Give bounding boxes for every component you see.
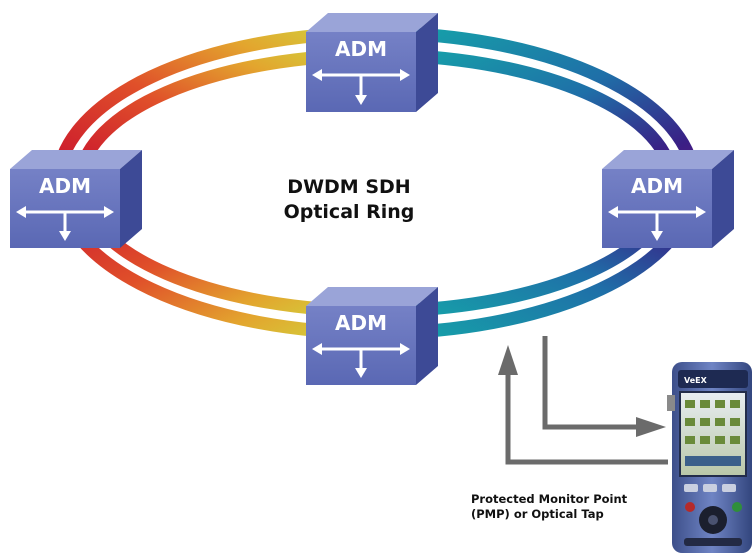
adm-label: ADM	[39, 174, 91, 198]
adm-node-left[interactable]: ADM	[10, 150, 142, 248]
ring-title-line1: DWDM SDH	[287, 176, 410, 198]
device-side-connector	[667, 395, 675, 411]
bidirectional-arrow-icon	[16, 206, 114, 241]
adm-node-top[interactable]: ADM	[306, 13, 438, 112]
bidirectional-arrow-icon	[312, 343, 410, 378]
bidirectional-arrow-icon	[312, 69, 410, 105]
cube-side-face	[416, 287, 438, 385]
adm-label: ADM	[335, 37, 387, 61]
adm-node-right[interactable]: ADM	[602, 150, 734, 248]
pmp-caption-line2: (PMP) or Optical Tap	[471, 507, 604, 521]
cube-top-face	[602, 150, 734, 169]
adm-label: ADM	[335, 311, 387, 335]
tap-out-line	[542, 336, 640, 430]
ring-outer-top-right	[375, 26, 701, 184]
tap-return-line	[505, 372, 668, 465]
handheld-tester-device[interactable]: VeEX	[667, 362, 752, 553]
bidirectional-arrow-icon	[608, 206, 706, 241]
cube-top-face	[10, 150, 142, 169]
ring-outer-top-left	[51, 26, 377, 184]
device-top-bezel	[678, 370, 748, 388]
adm-node-bottom[interactable]: ADM	[306, 287, 438, 385]
cube-top-face	[306, 287, 438, 306]
cube-side-face	[416, 13, 438, 112]
device-brand-logo: VeEX	[684, 376, 708, 385]
adm-label: ADM	[631, 174, 683, 198]
device-keypad	[684, 484, 742, 546]
tap-return-arrowhead	[498, 345, 518, 375]
monitor-connection	[498, 336, 668, 465]
cube-side-face	[120, 150, 142, 248]
tap-out-arrowhead	[636, 417, 666, 437]
cube-top-face	[306, 13, 438, 32]
ring-title-line2: Optical Ring	[284, 201, 415, 223]
cube-side-face	[712, 150, 734, 248]
device-screen-icons	[685, 400, 741, 466]
pmp-caption-line1: Protected Monitor Point	[471, 492, 628, 506]
